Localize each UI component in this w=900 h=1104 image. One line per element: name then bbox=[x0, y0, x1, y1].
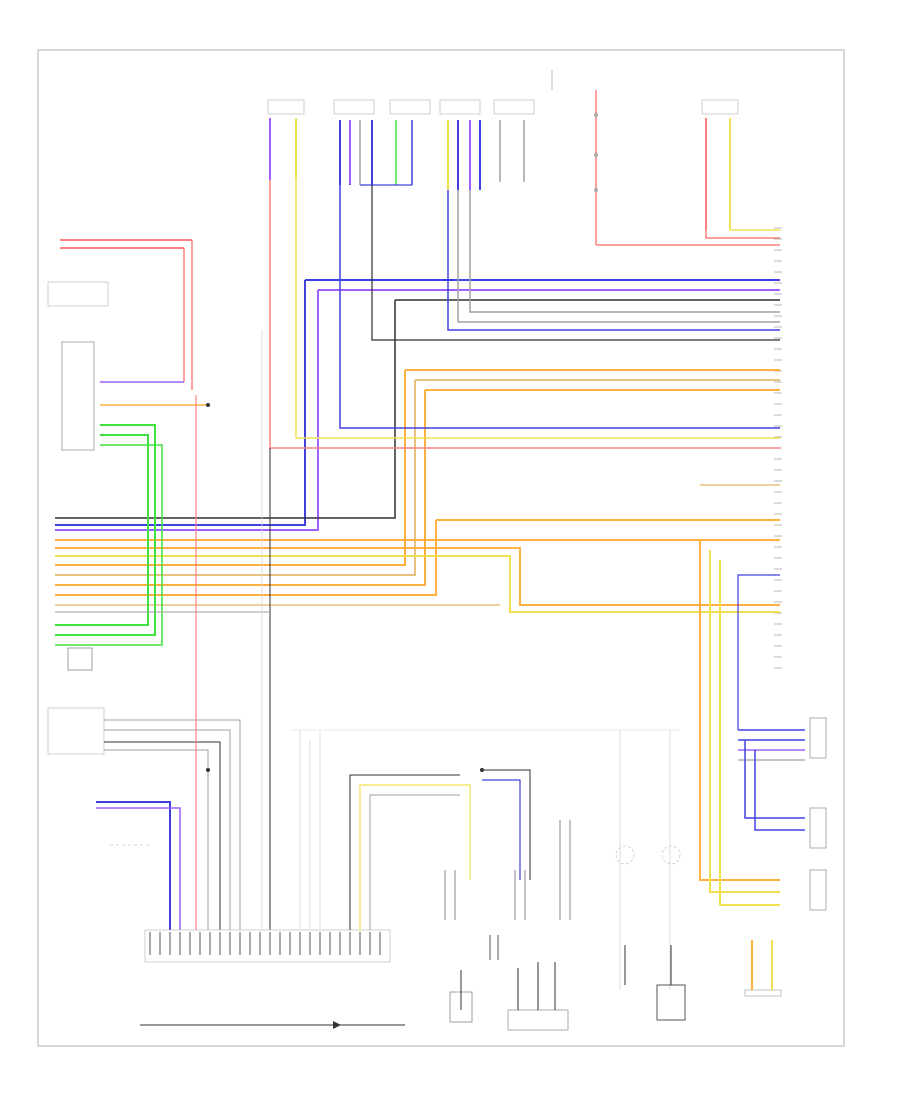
diagram-frame bbox=[37, 49, 845, 1047]
top-door-speakers-right bbox=[439, 99, 535, 190]
bottom-rear-module bbox=[507, 962, 569, 1031]
right-lower-speakers bbox=[737, 574, 827, 997]
top-door-speakers-center bbox=[333, 99, 431, 186]
bottom-fuse-group bbox=[444, 820, 571, 960]
vertical-feeds bbox=[55, 330, 271, 930]
bottom-antenna-amp bbox=[449, 970, 473, 1023]
top-speaker-right bbox=[701, 99, 780, 239]
bottom-right-module bbox=[615, 845, 686, 1021]
bottom-main-connector bbox=[144, 929, 391, 963]
left-relay bbox=[67, 647, 93, 671]
bottom-arrow bbox=[140, 1021, 405, 1029]
top-power-feed bbox=[551, 70, 780, 246]
left-speaker-feed bbox=[96, 801, 181, 930]
harness-runs bbox=[55, 180, 780, 906]
left-amplifier-module bbox=[55, 341, 210, 646]
top-speaker-left bbox=[267, 99, 305, 180]
connector-body bbox=[144, 929, 391, 963]
left-power-module bbox=[47, 239, 193, 390]
left-door-module bbox=[47, 707, 241, 930]
bottom-center-wiring bbox=[290, 729, 680, 990]
right-connector-strip bbox=[774, 227, 782, 669]
